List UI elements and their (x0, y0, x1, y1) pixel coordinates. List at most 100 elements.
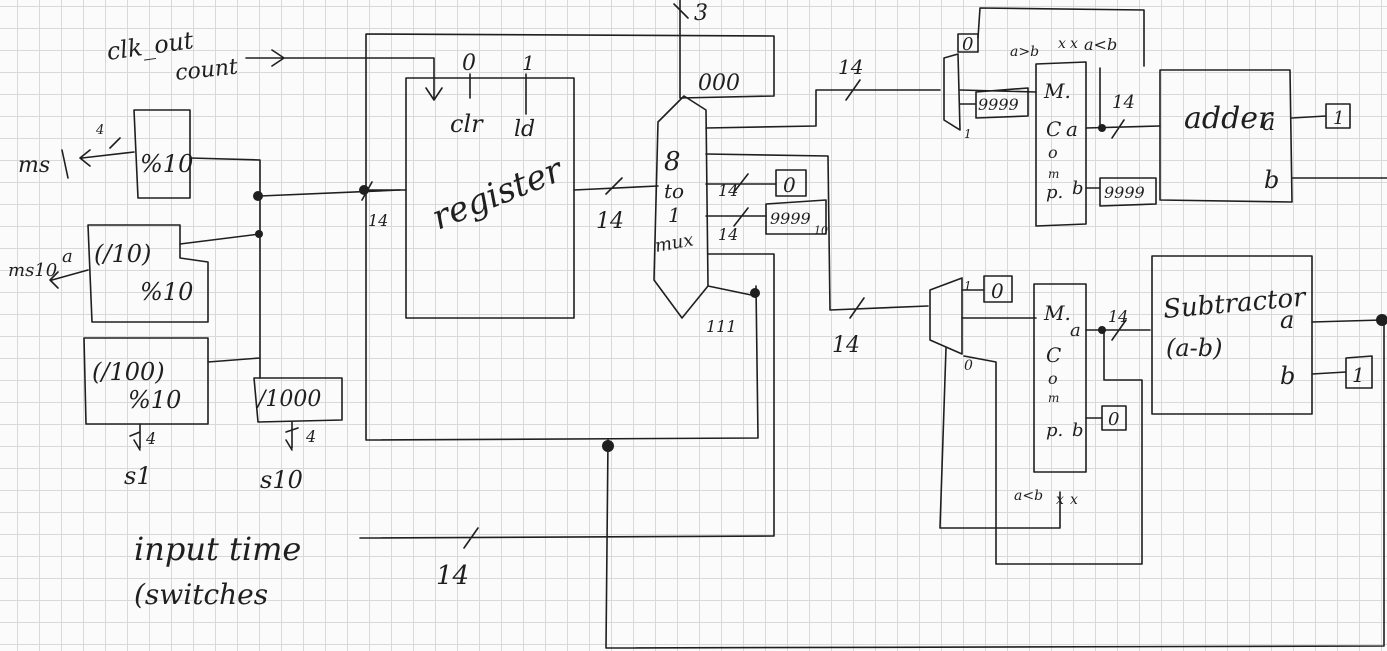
bottom-mux-const-text: 0 (991, 279, 1004, 303)
s1-width: 4 (145, 429, 156, 448)
adder-b: b (1264, 166, 1279, 194)
top-comp-l2: C (1046, 117, 1061, 141)
top-comparator-box (1035, 61, 1087, 227)
mux8-9999-wire (705, 207, 767, 227)
bottom-comp-a: a (1070, 320, 1081, 341)
bottom-comp-l4: m (1048, 391, 1059, 405)
bottom-return-bus (605, 317, 1385, 649)
divider-ms10-box (87, 224, 209, 323)
top-mux2 (943, 53, 961, 131)
junction-dot (1376, 314, 1387, 326)
s10-label: s10 (260, 466, 303, 494)
divider-bus (179, 157, 401, 379)
junction-dot (1098, 326, 1106, 334)
ms10-suffix: a (62, 246, 73, 267)
subtractor-const-box (1311, 355, 1373, 389)
register-output (573, 177, 659, 195)
bottom-flag-ab: a<b (1014, 488, 1043, 504)
divider-ms10-text2: %10 (140, 278, 193, 306)
s10-width: 4 (305, 427, 316, 446)
divider-s1-text2: %10 (128, 386, 181, 414)
ms-output-arrow (79, 137, 135, 167)
subtractor-box (1151, 255, 1313, 415)
ms-label: ms (18, 153, 50, 178)
bottom-comp-l1: M. (1043, 301, 1071, 325)
top-select-loop (977, 7, 1145, 67)
mux8-line2: to (664, 179, 684, 203)
subtractor-a: a (1280, 306, 1294, 334)
bottom-mux-in1: 1 (964, 279, 972, 293)
top-bus-width: 14 (838, 55, 863, 79)
top-mux-out (959, 89, 1037, 93)
clock-label: clk_out count (105, 26, 239, 86)
top-flag-lt: x (1070, 36, 1078, 52)
mux8-9999-width: 14 (718, 225, 738, 244)
input-bus (359, 253, 775, 549)
const-zero-text: 0 (783, 173, 796, 197)
register-label: register (426, 149, 569, 238)
adder-input-width: 14 (1112, 92, 1135, 113)
clock-label-line2: count (174, 55, 239, 86)
const-zero-box (775, 169, 807, 197)
bottom-mux2 (929, 277, 963, 355)
bottom-flag-eq: x (1056, 492, 1064, 508)
junction-dot (255, 230, 263, 238)
register-clr-value: 0 (462, 51, 476, 76)
register-feedback-loop (365, 0, 775, 441)
subtractor-a-wire (1311, 319, 1383, 323)
ms10-label: ms10 (8, 260, 57, 281)
clock-wire (245, 49, 443, 101)
mux8-select-slash (673, 3, 689, 19)
top-mux-zero-box (957, 33, 979, 53)
top-mux-in0: 0 (962, 34, 973, 55)
mux8-top-code: 000 (698, 71, 740, 96)
junction-dot (750, 288, 760, 298)
bottom-comp-const-box (1085, 405, 1127, 431)
bottom-comp-l2: C (1046, 343, 1061, 367)
mux8-shape (653, 95, 709, 319)
input-width: 14 (436, 561, 469, 591)
junction-dot (602, 440, 614, 452)
top-comp-a: a (1066, 117, 1078, 141)
mux8-line3: 1 (668, 203, 681, 227)
top-comp-l5: p. (1046, 182, 1063, 203)
top-comp-const-text: 9999 (1104, 183, 1145, 202)
ms-width: 4 (95, 123, 104, 138)
bottom-comparator-box (1033, 283, 1087, 473)
mux8-zero-width: 14 (718, 181, 738, 200)
top-comp-const-box (1085, 177, 1157, 207)
divider-s1-box (83, 337, 209, 425)
top-comp-l3: o (1048, 143, 1058, 162)
bottom-comp-b: b (1072, 420, 1084, 441)
subtractor-label-2: (a-b) (1166, 334, 1223, 362)
s1-output-arrow (129, 423, 141, 451)
subtractor-b: b (1280, 362, 1295, 390)
bottom-comp-const-text: 0 (1108, 409, 1119, 430)
const-9999-text: 9999 (770, 209, 811, 228)
register-ld-value: 1 (522, 51, 535, 75)
sub-input-bus (963, 319, 1151, 565)
register-control-lines (469, 73, 527, 115)
input-label-line2: (switches (134, 578, 268, 611)
register-ld-label: ld (514, 117, 535, 142)
register-box (405, 77, 575, 319)
register-clr-label: clr (450, 110, 484, 138)
sub-input-width: 14 (1108, 307, 1128, 326)
bottom-mux-const-box (961, 275, 1013, 303)
mux8-line4: mux (653, 230, 695, 257)
bottom-mux-in0: 0 (964, 358, 973, 374)
mid-bus (705, 153, 929, 319)
register-output-width: 14 (596, 209, 624, 234)
bottom-comp-l3: o (1048, 369, 1058, 388)
adder-const-box (1291, 103, 1351, 129)
top-comp-l1: M. (1043, 79, 1071, 103)
ms10-output-arrow (49, 269, 89, 289)
top-mux-const-text: 9999 (978, 95, 1019, 114)
top-bus (705, 79, 941, 129)
ms-bar (61, 149, 69, 179)
adder-a: a (1262, 111, 1275, 136)
top-comp-b: b (1072, 178, 1084, 199)
divider-ms10-text1: (/10) (94, 240, 151, 268)
top-comp-l4: m (1048, 167, 1059, 181)
subtractor-const-text: 1 (1352, 363, 1365, 387)
